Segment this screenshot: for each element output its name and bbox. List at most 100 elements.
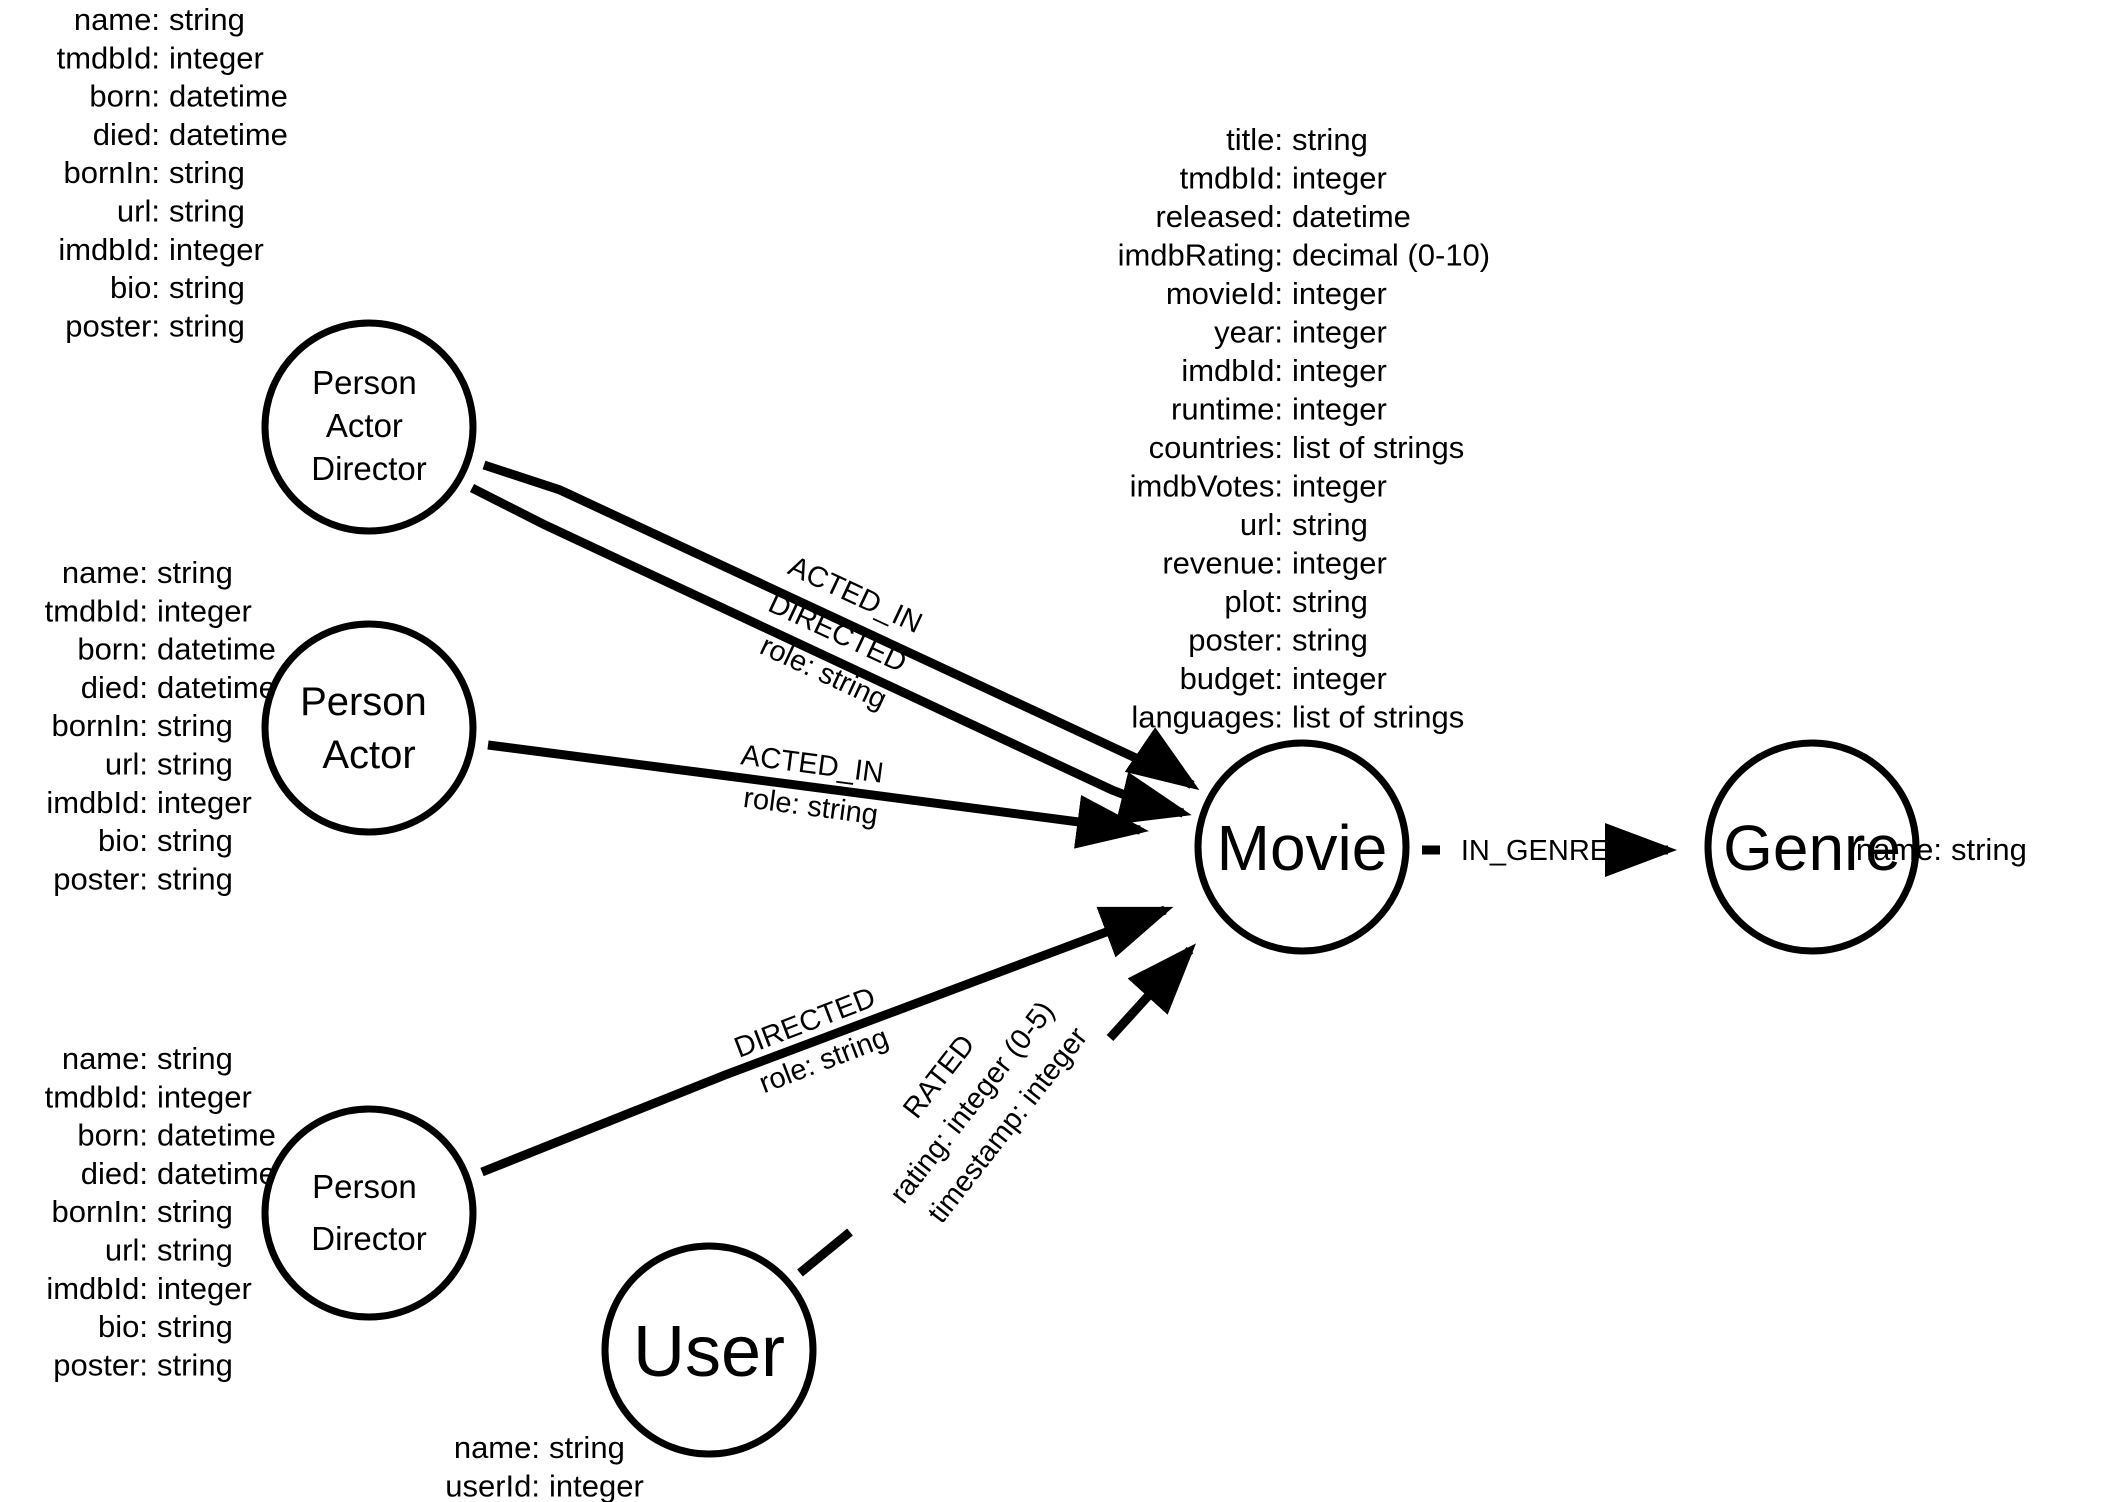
node-genre: Genre [1704,739,1920,955]
property-key: url: [105,747,148,782]
property-key: title: [1226,122,1283,157]
property-key: movieId: [1166,276,1283,311]
node-circle [1704,739,1920,955]
property-key: poster: [53,861,148,896]
property-key: tmdbId: [45,593,148,628]
edge-line-rated-arrow [1106,943,1197,1042]
node-circle [601,1242,817,1458]
property-type: datetime [157,670,276,705]
property-key: revenue: [1162,546,1283,581]
property-type: string [1292,122,1368,157]
edge-line-directed [480,905,1174,1177]
property-key: imdbId: [1181,353,1283,388]
property-key: name: [454,1430,540,1465]
edge-movie-to-genre: IN_GENRE [1422,823,1677,877]
property-type: string [549,1430,625,1465]
property-key: poster: [53,1347,148,1382]
property-type: string [157,708,233,743]
property-key: poster: [65,308,160,343]
property-key: tmdbId: [57,40,160,75]
property-type: integer [1292,392,1387,427]
property-type: integer [1292,661,1387,696]
property-key: born: [77,1118,148,1153]
property-key: tmdbId: [45,1079,148,1114]
property-type: integer [1292,276,1387,311]
property-type: datetime [169,117,288,152]
property-key: url: [105,1233,148,1268]
property-key: bornIn: [51,1194,148,1229]
property-key: bio: [98,823,148,858]
property-type: string [157,823,233,858]
property-type: integer [157,785,252,820]
property-type: integer [1292,161,1387,196]
property-type: datetime [157,1156,276,1191]
property-type: string [169,155,245,190]
property-key: bio: [98,1309,148,1344]
property-key: year: [1214,315,1283,350]
property-type: integer [1292,315,1387,350]
property-type: datetime [1292,199,1411,234]
property-type: string [1951,832,2027,867]
property-type: integer [169,232,264,267]
node-circle [261,620,477,836]
node-circle [261,319,477,535]
node-label-user: User [633,1312,785,1392]
property-type: integer [157,1079,252,1114]
properties-person-actor-director: name:stringtmdbId:integerborn:datetimedi… [57,2,288,343]
edge-line-rated [797,1228,853,1277]
svg-text:Person Actor: Person Actor [300,680,438,777]
property-type: string [157,747,233,782]
node-label-genre: Genre [1723,812,1901,884]
node-label-actor: Actor [322,733,415,777]
property-type: integer [549,1468,644,1502]
node-user: User [601,1242,817,1458]
property-type: string [1292,584,1368,619]
property-key: born: [77,632,148,667]
property-type: string [169,2,245,37]
node-label-director: Director [311,450,427,487]
properties-genre: name: string [1856,832,2027,867]
svg-text:Person Actor Direc: Person Actor Director [311,364,427,487]
property-key: name: [1856,832,1942,867]
property-key: name: [62,555,148,590]
node-person-actor-director: Person Actor Director [261,319,477,535]
edge-label-in-genre: IN_GENRE [1461,835,1609,867]
property-key: imdbRating: [1118,238,1283,273]
property-type: decimal (0-10) [1292,238,1490,273]
node-label-movie: Movie [1217,812,1388,884]
node-person-actor: Person Actor [261,620,477,836]
property-key: plot: [1224,584,1283,619]
property-type: string [157,1347,233,1382]
properties-movie: title: string tmdbId: integer released: datet… [1118,122,1491,735]
property-key: died: [93,117,160,152]
node-circle [1194,739,1410,955]
property-type: string [1292,507,1368,542]
property-key: imdbId: [46,785,148,820]
property-type: string [157,1194,233,1229]
node-label-person: Person [312,1168,417,1205]
property-key: bio: [110,270,160,305]
property-key: bornIn: [51,708,148,743]
property-key: released: [1155,199,1283,234]
property-type: string [157,555,233,590]
property-type: integer [1292,546,1387,581]
property-type: datetime [157,1118,276,1153]
properties-person-director: name:stringtmdbId:integerborn:datetimedi… [45,1041,276,1382]
property-key: budget: [1180,661,1283,696]
property-key: url: [117,194,160,229]
property-type: string [169,308,245,343]
property-key: runtime: [1171,392,1283,427]
node-person-director: Person Director [261,1105,477,1321]
node-label-actor: Actor [326,407,403,444]
property-type: string [169,270,245,305]
node-circle [261,1105,477,1321]
property-type: integer [169,40,264,75]
properties-person-actor: name:stringtmdbId:integerborn:datetimedi… [45,555,276,896]
property-key: tmdbId: [1180,161,1283,196]
property-type: datetime [157,632,276,667]
property-key: imdbId: [46,1271,148,1306]
property-type: string [157,861,233,896]
property-key: imdbId: [58,232,160,267]
